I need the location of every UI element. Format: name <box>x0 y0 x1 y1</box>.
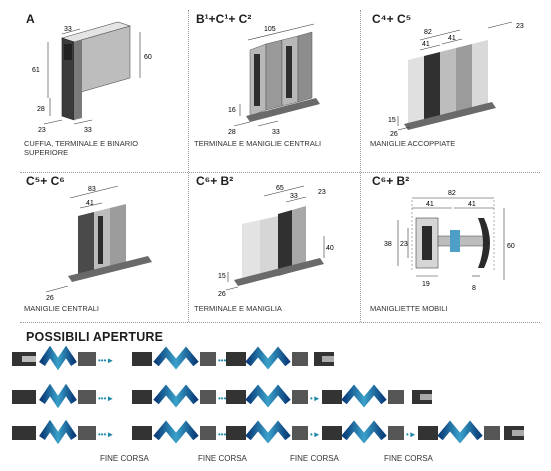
dim-label: 33 <box>272 129 280 136</box>
dim-label: 82 <box>448 190 456 197</box>
svg-text:•••►: •••► <box>98 430 114 439</box>
dim-label: 105 <box>264 26 276 33</box>
dim-label: 28 <box>37 106 45 113</box>
grid-divider-h2 <box>20 322 540 323</box>
dim-label: 60 <box>507 243 515 250</box>
panel-title: C⁶+ B² <box>196 174 234 188</box>
svg-text:•►: •► <box>310 394 321 403</box>
caption-line: MANIGLIE CENTRALI <box>24 304 100 313</box>
apertures-diagram: •••► •••► •••► •••► •► •••► <box>12 346 524 445</box>
panel-b1-c1-c2: B¹+C¹+ C² 105 16 28 33 TERMINALE E MANIG… <box>192 12 362 162</box>
panel-title: C⁴+ C⁵ <box>372 12 412 26</box>
dim-label: 23 <box>516 23 524 30</box>
panel-caption: TERMINALE E MANIGLIE CENTRALI <box>194 139 354 148</box>
dim-label: 33 <box>84 127 92 134</box>
dim-label: 41 <box>86 200 94 207</box>
dim-label: 83 <box>88 186 96 193</box>
apertures-title: POSSIBILI APERTURE <box>26 330 164 344</box>
caption-line: TERMINALE E MANIGLIA <box>194 304 282 313</box>
dim-label: 15 <box>218 273 226 280</box>
caption-line: SUPERIORE <box>24 148 69 157</box>
dim-label: 23 <box>38 127 46 134</box>
dim-label: 28 <box>228 129 236 136</box>
svg-text:•••►: •••► <box>98 356 114 365</box>
dim-label: 82 <box>424 29 432 36</box>
panel-caption: MANIGLIE ACCOPPIATE <box>370 139 530 148</box>
panel-caption: MANIGLIE CENTRALI <box>24 304 184 313</box>
aperture-row-3: •••► •••► •► •► <box>12 419 524 445</box>
caption-line: TERMINALE E MANIGLIE CENTRALI <box>194 139 322 148</box>
grid-divider-h <box>20 172 540 173</box>
profile-diagram: 65 33 23 40 15 26 <box>218 185 334 298</box>
aperture-row-2: •••► •••► •► <box>12 383 432 409</box>
profile-diagram: 105 16 28 33 <box>228 23 320 136</box>
panel-title: B¹+C¹+ C² <box>196 12 252 26</box>
panel-title: C⁶+ B² <box>372 174 410 188</box>
panel-caption: TERMINALE E MANIGLIA <box>194 304 354 313</box>
fine-corsa-label: FINE CORSA <box>198 454 247 463</box>
svg-text:•►: •► <box>310 430 321 439</box>
dim-label: 8 <box>472 285 476 292</box>
svg-text:•••►: •••► <box>98 394 114 403</box>
panel-c4-c5: C⁴+ C⁵ 82 41 41 23 15 26 MANIGLIE ACCOPP… <box>368 12 538 162</box>
dim-label: 23 <box>400 241 408 248</box>
panel-c5-c6: C⁵+ C⁶ 83 41 26 MANIGLIE CENTRALI <box>22 174 192 324</box>
profile-diagram: 33 61 60 28 23 33 <box>32 21 152 134</box>
dim-label: 26 <box>218 291 226 298</box>
dim-label: 41 <box>468 201 476 208</box>
dim-label: 61 <box>32 67 40 74</box>
profile-diagram: 82 41 41 23 15 26 <box>388 21 524 138</box>
panel-caption: CUFFIA, TERMINALE E BINARIO SUPERIORE <box>24 139 184 157</box>
dim-label: 40 <box>326 245 334 252</box>
profile-diagram: 83 41 26 <box>45 185 152 302</box>
profile-diagram: 82 41 41 38 23 60 19 8 <box>384 190 515 292</box>
fine-corsa-label: FINE CORSA <box>100 454 149 463</box>
dim-label: 16 <box>228 107 236 114</box>
dim-label: 41 <box>422 41 430 48</box>
grid-divider-v2 <box>360 10 361 322</box>
caption-line: MANIGLIE ACCOPPIATE <box>370 139 456 148</box>
dim-label: 23 <box>318 189 326 196</box>
panel-title: C⁵+ C⁶ <box>26 174 65 188</box>
dim-label: 41 <box>426 201 434 208</box>
dim-label: 65 <box>276 185 284 192</box>
fine-corsa-label: FINE CORSA <box>384 454 433 463</box>
dim-label: 41 <box>448 35 456 42</box>
panel-title: A <box>26 12 35 26</box>
panel-caption: MANIGLIETTE MOBILI <box>370 304 530 313</box>
dim-label: 15 <box>388 117 396 124</box>
aperture-row-1: •••► •••► <box>12 346 334 371</box>
dim-label: 33 <box>64 26 72 33</box>
panel-a: A 33 61 60 28 23 33 CUFFIA, TERMINALE E … <box>22 12 192 162</box>
grid-divider-v1 <box>188 10 189 322</box>
panel-c6-b2-manigliette: C⁶+ B² 82 41 41 38 23 60 19 8 MANIGLIETT… <box>368 174 538 324</box>
panel-c6-b2-terminale: C⁶+ B² 65 33 23 40 15 26 TERMINALE E MAN… <box>192 174 362 324</box>
dim-label: 38 <box>384 241 392 248</box>
dim-label: 26 <box>390 131 398 138</box>
svg-text:•►: •► <box>406 430 417 439</box>
dim-label: 19 <box>422 281 430 288</box>
fine-corsa-label: FINE CORSA <box>290 454 339 463</box>
caption-line: MANIGLIETTE MOBILI <box>370 304 448 313</box>
dim-label: 60 <box>144 54 152 61</box>
dim-label: 33 <box>290 193 298 200</box>
caption-line: CUFFIA, TERMINALE E BINARIO <box>24 139 139 148</box>
dim-label: 26 <box>46 295 54 302</box>
